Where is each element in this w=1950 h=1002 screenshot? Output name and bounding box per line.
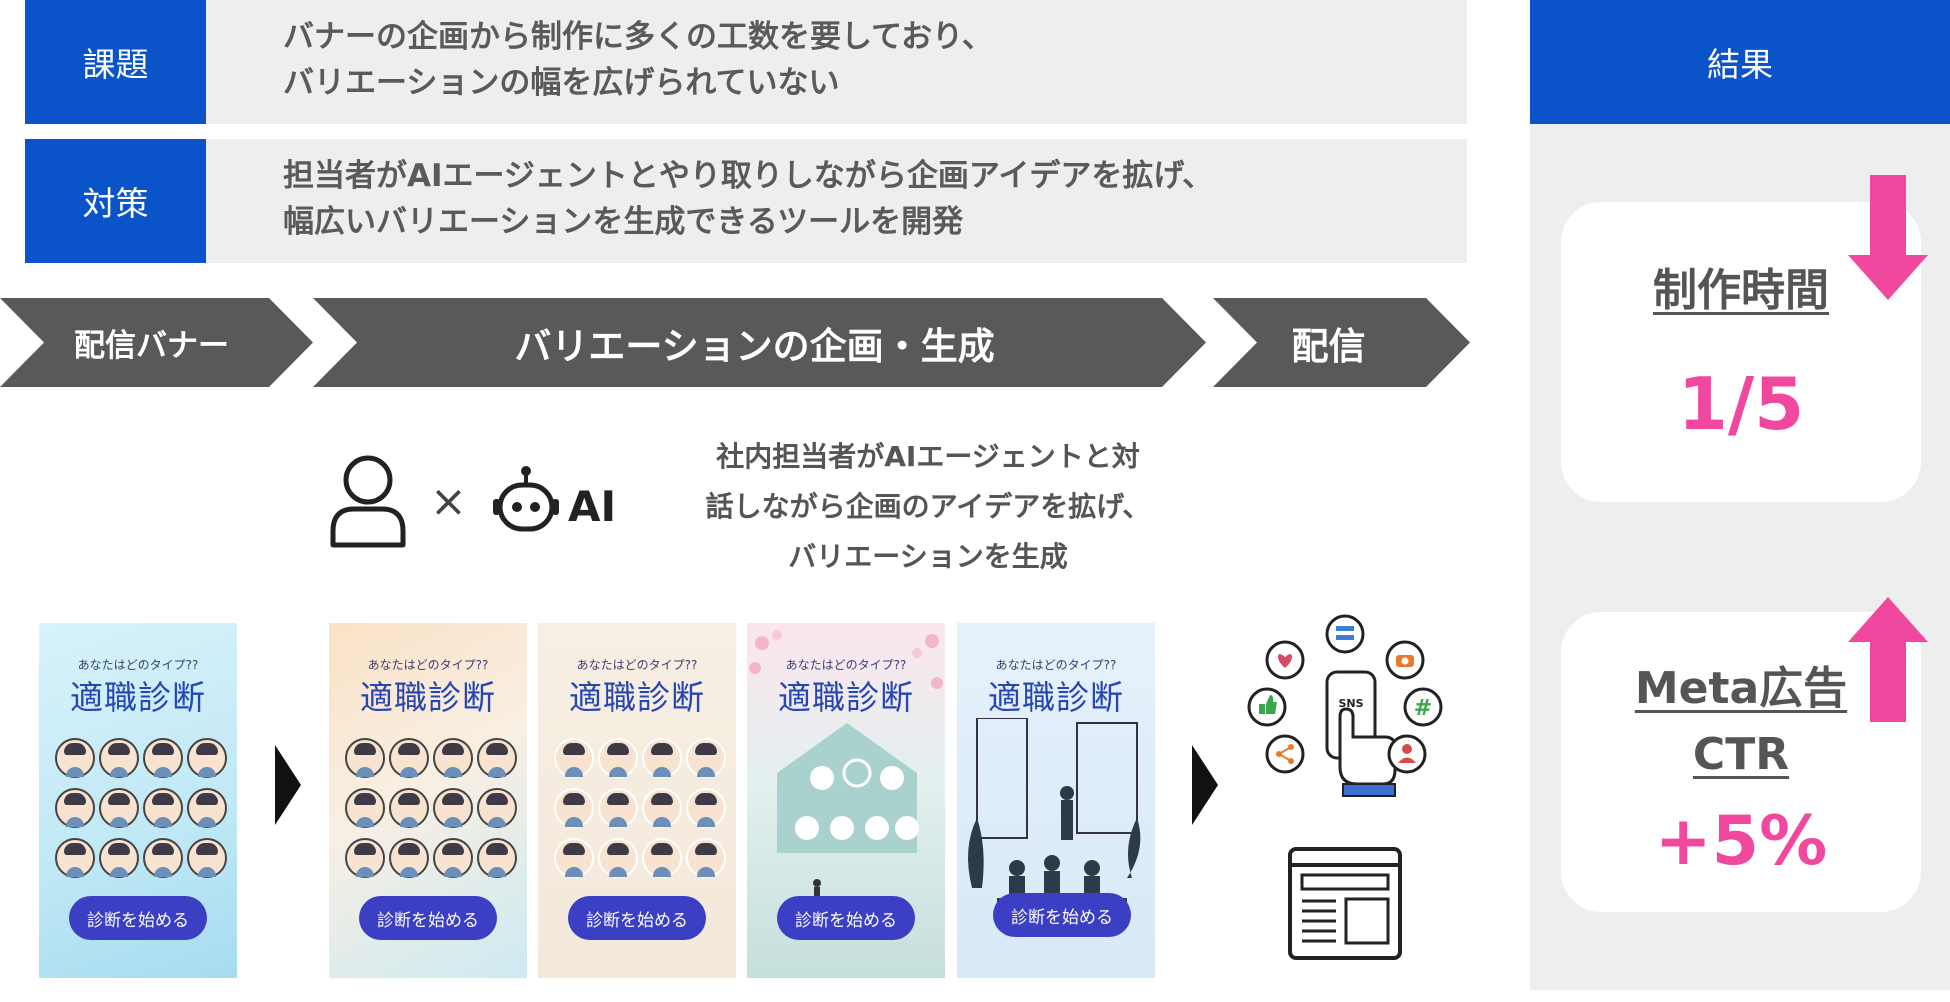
- webpage-icon: [1288, 847, 1402, 960]
- card-value: 1/5: [1561, 362, 1921, 446]
- result-panel: 結果 制作時間 1/5 Meta広告 CTR +5%: [1530, 0, 1950, 990]
- start-diagnosis-button: 診断を始める: [359, 896, 497, 940]
- avatar: [598, 838, 638, 878]
- banner-variation-1: あなたはどのタイプ?? 適職診断 診断を始める: [329, 623, 527, 978]
- flow-step-label: バリエーションの企画・生成: [514, 316, 994, 370]
- solution-label: 対策: [25, 139, 206, 263]
- avatar: [389, 788, 429, 828]
- flow-step-label: 配信: [1292, 316, 1366, 370]
- flow-step-banner: 配信バナー: [0, 298, 313, 387]
- result-header: 結果: [1530, 0, 1950, 124]
- card-title: CTR: [1561, 729, 1921, 780]
- avatar: [477, 788, 517, 828]
- avatar: [99, 788, 139, 828]
- flow-step-generate: バリエーションの企画・生成: [313, 298, 1206, 387]
- banner-variation-4: あなたはどのタイプ?? 適職診断 診断を始める: [957, 623, 1155, 978]
- arrow-down-icon: [1848, 175, 1928, 300]
- arrow-up-icon: [1848, 597, 1928, 722]
- avatar: [345, 788, 385, 828]
- solution-line: 幅広いバリエーションを生成できるツールを開発: [283, 199, 1213, 245]
- avatar: [55, 738, 95, 778]
- banner-title: 適職診断: [957, 671, 1155, 719]
- avatar: [187, 788, 227, 828]
- banner-original: あなたはどのタイプ?? 適職診断 診断を始める: [39, 623, 237, 978]
- start-diagnosis-button: 診断を始める: [568, 896, 706, 940]
- avatar: [642, 838, 682, 878]
- collab-line: バリエーションを生成: [668, 532, 1188, 582]
- avatar: [345, 838, 385, 878]
- avatar: [433, 838, 473, 878]
- solution-line: 担当者がAIエージェントとやり取りしながら企画アイデアを拡げ、: [283, 153, 1213, 199]
- avatar: [686, 738, 726, 778]
- avatar: [477, 738, 517, 778]
- avatar: [143, 788, 183, 828]
- avatar: [686, 838, 726, 878]
- solution-text: 担当者がAIエージェントとやり取りしながら企画アイデアを拡げ、 幅広いバリエーシ…: [283, 153, 1213, 245]
- avatar: [187, 738, 227, 778]
- avatar: [477, 838, 517, 878]
- banner-title: 適職診断: [329, 671, 527, 719]
- office-scene: [957, 718, 1155, 978]
- issue-line: バナーの企画から制作に多くの工数を要しており、: [283, 14, 993, 60]
- avatar: [345, 738, 385, 778]
- avatar: [686, 788, 726, 828]
- avatar: [99, 838, 139, 878]
- face-grid: [554, 738, 724, 878]
- avatar: [598, 788, 638, 828]
- collab-text: 社内担当者がAIエージェントと対 話しながら企画のアイデアを拡げ、 バリエーショ…: [668, 432, 1188, 582]
- start-diagnosis-button: 診断を始める: [993, 893, 1131, 937]
- avatar: [433, 788, 473, 828]
- collab-line: 社内担当者がAIエージェントと対: [668, 432, 1188, 482]
- play-triangle-icon: [1192, 745, 1218, 825]
- avatar: [143, 838, 183, 878]
- avatar: [143, 738, 183, 778]
- start-diagnosis-button: 診断を始める: [777, 896, 915, 940]
- issue-label: 課題: [25, 0, 206, 124]
- sns-phone-icon: # SNS: [1245, 612, 1450, 802]
- sns-label: SNS: [1330, 697, 1372, 710]
- banner-title: 適職診断: [538, 671, 736, 719]
- play-triangle-icon: [275, 745, 301, 825]
- person-icon: [328, 453, 408, 548]
- banner-variation-2: あなたはどのタイプ?? 適職診断 診断を始める: [538, 623, 736, 978]
- robot-icon: [492, 465, 560, 535]
- avatar: [389, 738, 429, 778]
- avatar: [598, 738, 638, 778]
- face-grid: [345, 738, 515, 878]
- svg-text:#: #: [1414, 696, 1432, 721]
- avatar: [99, 738, 139, 778]
- banner-variation-3: あなたはどのタイプ?? 適職診断 診断を始める: [747, 623, 945, 978]
- flow-step-label: 配信バナー: [74, 320, 229, 365]
- avatar: [187, 838, 227, 878]
- solution-row: 対策 担当者がAIエージェントとやり取りしながら企画アイデアを拡げ、 幅広いバリ…: [25, 139, 1467, 263]
- start-diagnosis-button: 診断を始める: [69, 896, 207, 940]
- times-sign: ×: [430, 480, 467, 524]
- ai-label: AI: [568, 484, 616, 530]
- issue-row: 課題 バナーの企画から制作に多くの工数を要しており、 バリエーションの幅を広げら…: [25, 0, 1467, 124]
- avatar: [389, 838, 429, 878]
- avatar: [55, 838, 95, 878]
- avatar: [554, 738, 594, 778]
- issue-line: バリエーションの幅を広げられていない: [283, 60, 993, 106]
- face-grid: [55, 738, 225, 878]
- banner-title: 適職診断: [39, 671, 237, 719]
- avatar: [642, 788, 682, 828]
- card-value: +5%: [1561, 802, 1921, 881]
- avatar: [55, 788, 95, 828]
- issue-text: バナーの企画から制作に多くの工数を要しており、 バリエーションの幅を広げられてい…: [283, 14, 993, 106]
- avatar: [642, 738, 682, 778]
- avatar: [554, 788, 594, 828]
- avatar: [433, 738, 473, 778]
- avatar: [554, 838, 594, 878]
- collab-line: 話しながら企画のアイデアを拡げ、: [668, 482, 1188, 532]
- flow-step-deliver: 配信: [1213, 298, 1470, 387]
